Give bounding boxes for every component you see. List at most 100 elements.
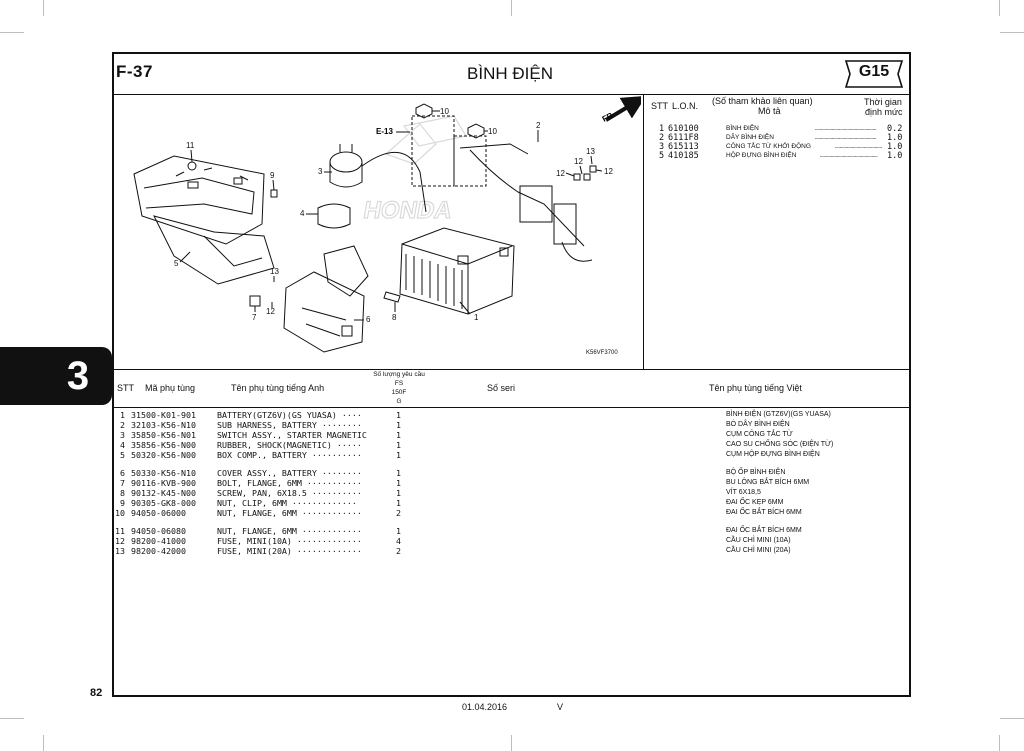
part-number: 98200-42000 [131,546,186,556]
ref-time: 1.0 [887,133,903,143]
leader-line [565,172,575,177]
part-number: 90132-K45-N00 [131,488,196,498]
part-name-en: BOX COMP., BATTERY ·········· [217,450,362,460]
callout-8: 8 [392,313,397,322]
front-direction-label: FR. [601,110,617,124]
leader-line [190,149,193,163]
nut-part [415,103,433,119]
part-name-en: NUT, FLANGE, 6MM ············ [217,508,362,518]
battery-part [399,227,515,315]
part-number: 50330-K56-N10 [131,468,196,478]
part-quantity: 1 [396,450,401,460]
part-stt: 10 [115,508,125,518]
col-header-name-en: Tên phụ tùng tiếng Anh [231,383,325,393]
crop-mark [1000,32,1024,33]
ref-header-time-1: Thời gian [864,97,902,107]
part-name-en: BATTERY(GTZ6V)(GS YUASA) ···· [217,410,362,420]
ref-no: 1 [659,124,665,134]
ref-desc: BÌNH ĐIỆN [726,125,759,132]
sub-harness-part [459,143,597,262]
part-quantity: 2 [396,508,401,518]
callout-2: 2 [536,121,541,130]
part-name-vn: BÌNH ĐIỆN (GTZ6V)(GS YUASA) [726,411,831,418]
figure-code: F-37 [116,62,153,81]
col-header-name-vn: Tên phụ tùng tiếng Việt [709,383,802,393]
part-stt: 12 [115,536,125,546]
part-name-vn: ĐAI ỐC KẸP 6MM [726,499,784,506]
part-quantity: 1 [396,526,401,536]
part-name-vn: VÍT 6X18,5 [726,489,761,496]
ref-leader: ………………………………… [835,143,882,150]
part-number: 35850-K56-N01 [131,430,196,440]
callout-3: 3 [318,167,323,176]
page-frame [112,52,911,697]
part-quantity: 1 [396,498,401,508]
ref-no: 2 [659,133,665,143]
part-number: 94050-06080 [131,526,186,536]
ref-time: 0.2 [887,124,903,134]
diagram-code: K56VF3700 [586,350,618,356]
col-header-part-no: Mã phụ tùng [145,383,196,393]
part-stt: 11 [115,526,125,536]
print-date: 01.04.2016 [462,702,508,712]
group-badge-frame [844,60,904,88]
part-stt: 4 [120,440,125,450]
ref-row: 3 615113 CÔNG TẮC TỪ KHỞI ĐỘNG ………………………… [655,142,907,152]
callout-13: 13 [586,147,595,156]
rubber-shock-part [317,203,351,229]
part-name-vn: BỘ ỐP BÌNH ĐIỆN [726,469,786,476]
callout-1: 1 [474,313,479,322]
callout-12: 12 [556,169,565,178]
crop-mark [999,0,1000,16]
leader-line [579,165,583,175]
part-quantity: 1 [396,440,401,450]
part-number: 90305-GK8-000 [131,498,196,508]
part-number: 90116-KVB-900 [131,478,196,488]
ref-desc: DÂY BÌNH ĐIỆN [726,134,774,141]
callout-13: 13 [270,267,279,276]
part-name-en: COVER ASSY., BATTERY ········ [217,468,362,478]
callout-12: 12 [574,157,583,166]
ref-header-stt: STT [651,101,668,111]
leader-line [459,301,471,315]
ref-leader: …………………………………………… [815,134,877,141]
part-name-en: BOLT, FLANGE, 6MM ··········· [217,478,362,488]
ref-desc: HỘP ĐỰNG BÌNH ĐIỆN [726,152,797,159]
crop-mark [511,735,512,751]
version-mark: V [557,702,564,712]
part-quantity: 1 [396,430,401,440]
svg-text:HONDA: HONDA [361,197,454,224]
col-header-qty-fs: FS [394,380,404,387]
bolt-part [249,295,261,307]
part-name-en: FUSE, MINI(20A) ············· [217,546,362,556]
ref-code: 610100 [668,124,699,134]
part-name-vn: BU LÔNG BẮT BÍCH 6MM [726,479,810,486]
part-stt: 2 [120,420,125,430]
part-name-vn: CẦU CHÌ MINI (20A) [726,547,791,554]
part-stt: 6 [120,468,125,478]
battery-cover-part [283,245,369,353]
ref-row: 2 6111F8 DÂY BÌNH ĐIỆN ……………………………………………… [655,133,907,143]
ref-no: 5 [659,151,665,161]
part-quantity: 1 [396,420,401,430]
part-quantity: 1 [396,410,401,420]
part-name-en: SCREW, PAN, 6X18.5 ·········· [217,488,362,498]
col-header-stt: STT [117,383,134,393]
part-stt: 5 [120,450,125,460]
ref-desc: CÔNG TẮC TỪ KHỞI ĐỘNG [726,143,811,150]
chapter-number: 3 [66,354,90,398]
callout-11: 11 [186,141,195,150]
cross-reference-label: E-13 [376,127,393,136]
ref-code: 410185 [668,151,699,161]
ref-row: 5 410185 HỘP ĐỰNG BÌNH ĐIỆN ………………………………… [655,151,907,161]
exploded-parts-diagram: HONDA [133,96,641,356]
leader-line [590,155,593,165]
crop-mark [0,32,24,33]
part-name-en: FUSE, MINI(10A) ············· [217,536,362,546]
